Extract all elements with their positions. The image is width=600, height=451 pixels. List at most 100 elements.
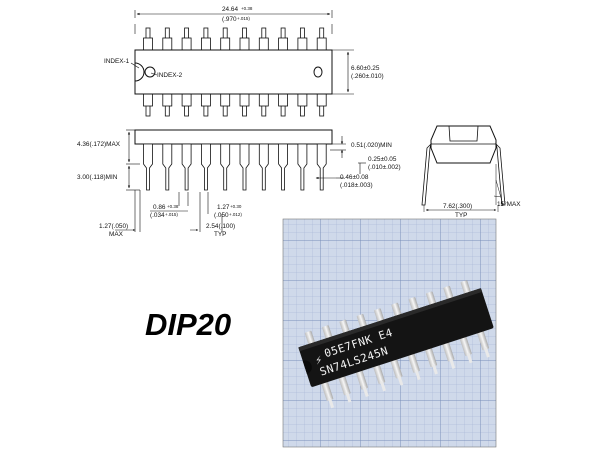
pad-width-tol: +0.38 <box>167 204 179 209</box>
chip-pins-top <box>304 280 472 346</box>
top-pins-upper-row <box>143 27 327 51</box>
chip-pin-top <box>374 308 385 324</box>
chip-pin-bottom <box>355 369 368 390</box>
side-lead <box>143 143 153 191</box>
side-lead <box>239 143 250 191</box>
chip-pin-top <box>391 302 402 318</box>
end-view-right-lead <box>495 142 506 206</box>
chip-body <box>298 288 494 387</box>
ejector-mark <box>313 66 323 78</box>
end-gap-label: 1.27(.050) <box>99 223 128 230</box>
chip-pin-bottom <box>476 329 490 351</box>
side-lead <box>162 143 173 191</box>
overall-length-label: 24.64 <box>222 6 238 13</box>
top-pin-lower-pad <box>162 93 173 107</box>
top-pin-upper-pad <box>162 37 173 51</box>
chip-pin-bottom-leg <box>483 347 490 358</box>
end-gap-note: MAX <box>109 231 124 238</box>
chip-pin-bottom-leg <box>397 375 404 386</box>
top-view-body <box>134 49 333 95</box>
chip-pins-bottom <box>320 329 490 409</box>
row-spacing-label: 7.62(.300) <box>443 203 472 210</box>
pad-width-inch: (.034 <box>150 212 165 219</box>
lead-thickness-inch: (.010±.002) <box>368 164 401 171</box>
chip-pin-top <box>356 313 368 329</box>
lead-width-inch: (.018±.003) <box>340 182 373 189</box>
chip-pin-top <box>426 291 437 307</box>
chip-pin-bottom <box>442 340 455 362</box>
chip-pin-bottom-leg <box>466 352 473 364</box>
chip-pin-bottom <box>407 352 420 373</box>
top-pin-lower-pad <box>220 93 231 107</box>
pitch-label: 2.54(.100) <box>206 223 235 230</box>
overall-length-tol: +0.38 <box>241 6 253 11</box>
top-pin-lower-pad <box>297 93 308 107</box>
side-lead <box>278 143 288 191</box>
top-pin-upper-pad <box>278 37 289 51</box>
top-pin-upper-pad <box>220 37 231 51</box>
chip-pin-bottom-leg <box>362 386 369 397</box>
top-pin-upper-pad <box>316 37 327 51</box>
side-lead <box>258 143 269 191</box>
top-pins-lower-row <box>143 93 327 117</box>
end-view: 15°MAX 7.62(.300) TYP <box>421 125 521 219</box>
chip-pin-bottom-leg <box>431 364 438 375</box>
chip-pin-top <box>322 325 333 341</box>
top-pin-lower-pad <box>258 93 269 107</box>
top-pin-lower-pad <box>181 93 192 107</box>
top-pin-upper-pad <box>239 37 250 51</box>
side-lead <box>201 143 211 191</box>
side-lead <box>316 143 327 191</box>
index2-label: INDEX-2 <box>157 72 183 79</box>
chip-pin-top <box>339 319 350 335</box>
body-width-inch: (.260±.010) <box>351 73 384 80</box>
chip-pin-top <box>304 330 316 346</box>
chip-pin-bottom <box>459 335 472 356</box>
side-lead <box>181 143 192 191</box>
top-pin-lower-pad <box>278 93 289 107</box>
shoulder-inch: (.050 <box>214 212 229 219</box>
chip-pin-bottom <box>424 346 438 368</box>
end-view-body <box>430 125 497 164</box>
chip-pin-bottom-leg <box>380 380 387 392</box>
package-title: DIP20 <box>145 307 231 342</box>
chip-pin-bottom-leg <box>328 397 335 409</box>
top-pin-upper-pad <box>200 37 211 51</box>
side-view-body <box>134 129 333 145</box>
seat-height-label: 4.36(.172)MAX <box>77 141 121 148</box>
end-view-left-lead <box>421 142 432 206</box>
shoulder-inch-tol: +.012) <box>229 212 242 217</box>
chip-pin-bottom <box>372 363 386 385</box>
shoulder-tol: +0.30 <box>230 204 242 209</box>
chip-pin-bottom <box>320 380 334 401</box>
pad-width-inch-tol: +.015) <box>165 212 178 217</box>
lead-width-label: 0.46±0.08 <box>340 174 369 181</box>
ti-logo: ⚡ <box>314 355 324 368</box>
side-view: 4.36(.172)MAX 3.00(.118)MIN 0.51(.020)MI… <box>77 129 401 238</box>
lead-angle-label: 15°MAX <box>497 200 521 208</box>
body-width-label: 6.60±0.25 <box>351 65 380 72</box>
index-notch <box>134 62 145 82</box>
top-pin-upper-pad <box>297 37 308 51</box>
side-lead <box>220 143 231 191</box>
chip-pin-top <box>443 285 454 301</box>
overall-length-inch-tol: +.015) <box>237 16 250 21</box>
index1-label: INDEX-1 <box>104 58 130 65</box>
shoulder-label: 1.27 <box>217 204 230 211</box>
chip-pin-top <box>408 297 420 313</box>
chip-photo: ⚡ 05E7FNK E4 SN74LS245N <box>282 218 497 448</box>
side-lead <box>297 143 308 191</box>
row-spacing-note: TYP <box>455 212 467 219</box>
top-pin-upper-pad <box>258 37 269 51</box>
top-pin-lower-pad <box>239 93 250 107</box>
standoff-label: 0.51(.020)MIN <box>351 142 392 149</box>
index-dot <box>144 66 156 78</box>
top-pin-lower-pad <box>200 93 211 107</box>
pitch-note: TYP <box>214 231 226 238</box>
chip-pin-bottom <box>338 374 351 396</box>
top-pin-upper-pad <box>143 37 153 51</box>
side-view-leads <box>143 143 327 191</box>
chip-pin-bottom-leg <box>414 369 421 381</box>
top-pin-lower-pad <box>143 93 153 107</box>
